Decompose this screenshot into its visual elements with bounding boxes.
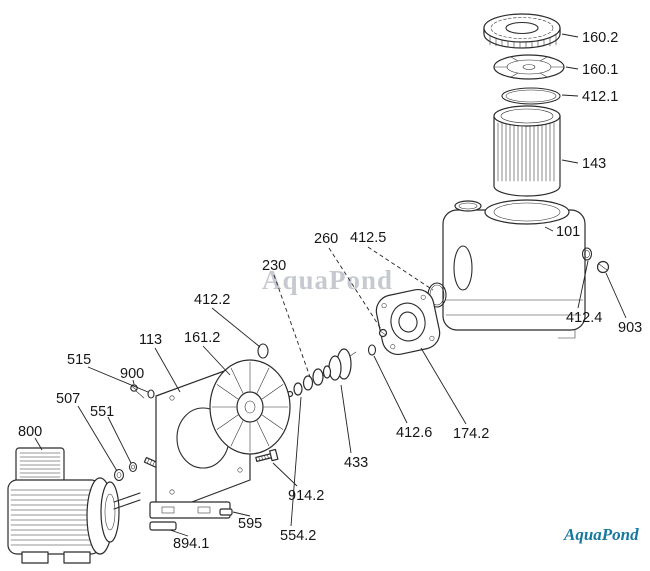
pump-lid: [483, 13, 561, 49]
part-label-412-2: 412.2: [194, 292, 231, 308]
part-label-230: 230: [262, 258, 287, 274]
part-label-433: 433: [344, 455, 369, 471]
part-label-161-2: 161.2: [184, 330, 221, 346]
part-label-160-2: 160.2: [582, 30, 619, 46]
washer-small-1: [113, 468, 125, 482]
part-label-595: 595: [238, 516, 263, 532]
part-label-160-1: 160.1: [582, 62, 619, 78]
brand-logo: AquaPond: [564, 525, 639, 544]
seal-plate-screw: [255, 448, 279, 462]
part-label-412-1: 412.1: [582, 89, 619, 105]
shaft-oring: [367, 344, 377, 356]
part-label-412-5: 412.5: [350, 230, 387, 246]
drain-plug-oring: [581, 247, 593, 261]
part-label-900: 900: [120, 366, 145, 382]
part-label-174-2: 174.2: [453, 426, 490, 442]
drain-plug: [596, 260, 610, 274]
diffuser: [375, 289, 441, 355]
motor: [7, 447, 141, 564]
impeller: [322, 348, 357, 381]
mechanical-seal: [286, 368, 324, 398]
part-label-800: 800: [18, 424, 43, 440]
strainer-basket: [493, 105, 561, 197]
part-label-113: 113: [139, 332, 163, 348]
seal-plate: [209, 359, 291, 455]
washer-small-2: [128, 461, 138, 473]
part-label-515: 515: [67, 352, 92, 368]
lid-gasket: [493, 54, 565, 80]
part-label-260: 260: [314, 231, 339, 247]
diffuser-screw: [378, 328, 388, 338]
lid-oring: [501, 87, 561, 105]
bracket-clip: [219, 508, 233, 516]
part-label-412-4: 412.4: [566, 310, 603, 326]
part-label-412-6: 412.6: [396, 425, 433, 441]
seal-plate-oring: [257, 343, 269, 359]
bracket-foot-pad: [149, 521, 177, 531]
flange-washer: [147, 389, 155, 399]
part-label-143: 143: [582, 156, 607, 172]
part-label-101: 101: [556, 224, 581, 240]
pump-housing: [442, 199, 586, 339]
part-label-551: 551: [90, 404, 115, 420]
part-label-894-1: 894.1: [173, 536, 210, 552]
part-label-554-2: 554.2: [280, 528, 317, 544]
part-label-914-2: 914.2: [288, 488, 325, 504]
part-label-903: 903: [618, 320, 643, 336]
part-label-507: 507: [56, 391, 81, 407]
watermark-text: AquaPond: [262, 265, 394, 295]
leader-lines: [34, 33, 627, 537]
flange-screw: [130, 384, 145, 399]
